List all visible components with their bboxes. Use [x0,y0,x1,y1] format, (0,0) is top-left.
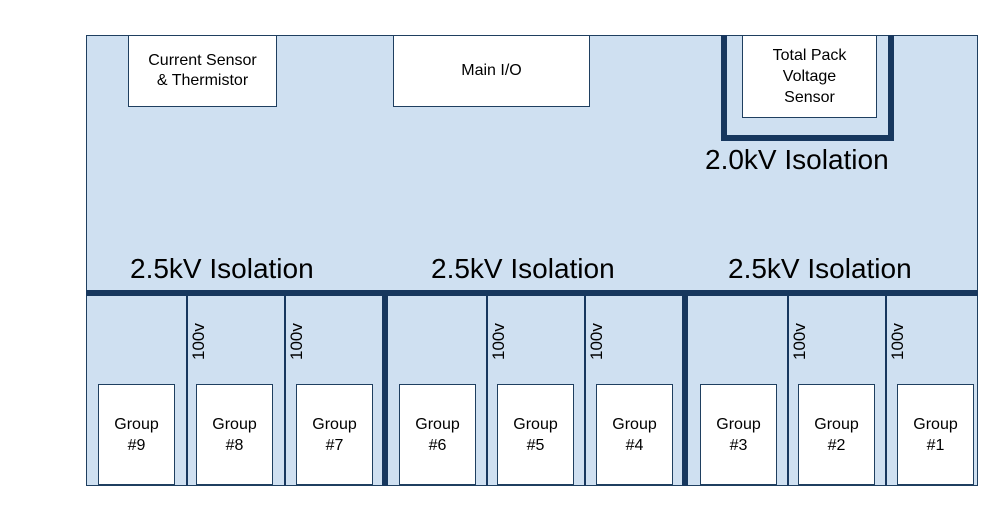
total-pack-label: Total Pack Voltage Sensor [772,47,847,106]
pack-isolation-barrier-bottom [721,135,894,141]
group-7: Group #7 [296,384,373,485]
group-9-number: #9 [127,436,146,454]
separator-3-2 [787,296,789,486]
voltage-label-8-7: 100v [287,323,306,360]
voltage-label-2-1: 100v [888,323,907,360]
group-9-label: Group [114,415,159,433]
pack-isolation-barrier-left [721,35,727,141]
group-8-number: #8 [225,436,244,454]
group-9: Group #9 [98,384,175,485]
group-4-label: Group [612,415,657,433]
voltage-label-5-4: 100v [587,323,606,360]
group-2: Group #2 [798,384,875,485]
segment-isolation-barrier [86,290,978,296]
group-7-label: Group [312,415,357,433]
group-5: Group #5 [497,384,574,485]
separator-6-5 [486,296,488,486]
separator-9-8 [186,296,188,486]
separator-5-4 [584,296,586,486]
group-2-number: #2 [827,436,846,454]
group-3: Group #3 [700,384,777,485]
voltage-label-9-8: 100v [189,323,208,360]
group-4: Group #4 [596,384,673,485]
current-sensor-label: Current Sensor & Thermistor [148,52,257,89]
group-6-label: Group [415,415,460,433]
group-3-number: #3 [729,436,748,454]
total-pack-voltage-sensor: Total Pack Voltage Sensor [742,35,877,118]
group-6: Group #6 [399,384,476,485]
isolation-label-middle: 2.5kV Isolation [431,253,615,284]
group-8: Group #8 [196,384,273,485]
group-7-number: #7 [325,436,344,454]
group-4-number: #4 [625,436,644,454]
group-1: Group #1 [897,384,974,485]
segment-barrier-1 [382,290,388,486]
voltage-label-6-5: 100v [489,323,508,360]
separator-2-1 [885,296,887,486]
group-5-number: #5 [526,436,545,454]
group-5-label: Group [513,415,558,433]
separator-8-7 [284,296,286,486]
isolation-label-2-0kv: 2.0kV Isolation [705,144,889,175]
isolation-label-left: 2.5kV Isolation [130,253,314,284]
group-1-number: #1 [926,436,945,454]
main-io-label: Main I/O [461,62,522,79]
group-1-label: Group [913,415,958,433]
voltage-label-3-2: 100v [790,323,809,360]
segment-barrier-2 [682,290,688,486]
isolation-label-right: 2.5kV Isolation [728,253,912,284]
group-3-label: Group [716,415,761,433]
group-8-label: Group [212,415,257,433]
group-6-number: #6 [428,436,447,454]
main-io-module: Main I/O [393,35,590,107]
current-sensor-module: Current Sensor & Thermistor [128,35,277,107]
pack-isolation-barrier-right [888,35,894,141]
group-2-label: Group [814,415,859,433]
